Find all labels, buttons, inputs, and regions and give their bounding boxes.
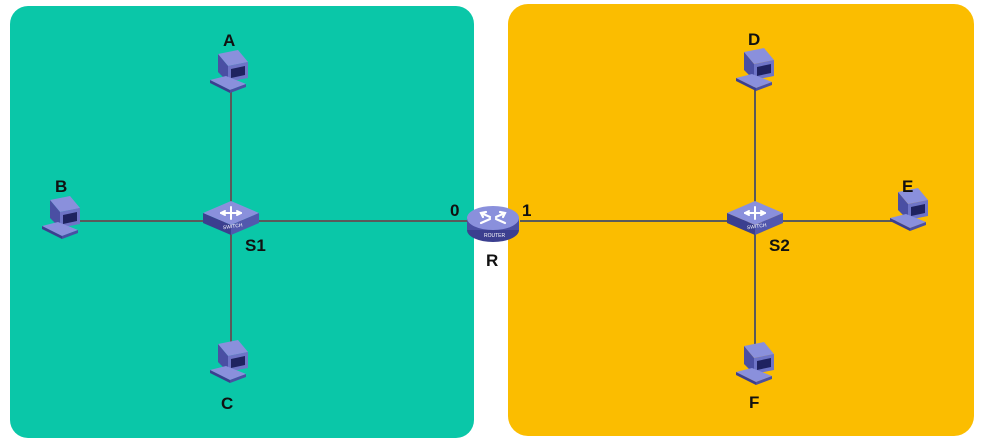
router-icon[interactable]: ROUTER <box>467 206 519 242</box>
host-e-label: E <box>902 177 914 196</box>
switch-s1-label: S1 <box>245 236 266 255</box>
switch-s2-icon-text: SWITCH <box>747 222 768 231</box>
switch-s2-label: S2 <box>769 236 790 255</box>
switch-s1-icon[interactable]: SWITCH <box>202 200 260 236</box>
router-port-1-label: 1 <box>522 201 532 220</box>
host-a-label: A <box>223 31 236 50</box>
router-port-0-label: 0 <box>450 201 460 220</box>
router-icon-text: ROUTER <box>484 233 506 239</box>
host-f-label: F <box>749 393 760 412</box>
host-d-label: D <box>748 30 761 49</box>
switch-s2-icon[interactable]: SWITCH <box>726 200 784 236</box>
host-b-label: B <box>55 177 68 196</box>
host-c-label: C <box>221 394 234 413</box>
switch-s1-icon-text: SWITCH <box>223 222 244 231</box>
router-label: R <box>486 251 499 270</box>
